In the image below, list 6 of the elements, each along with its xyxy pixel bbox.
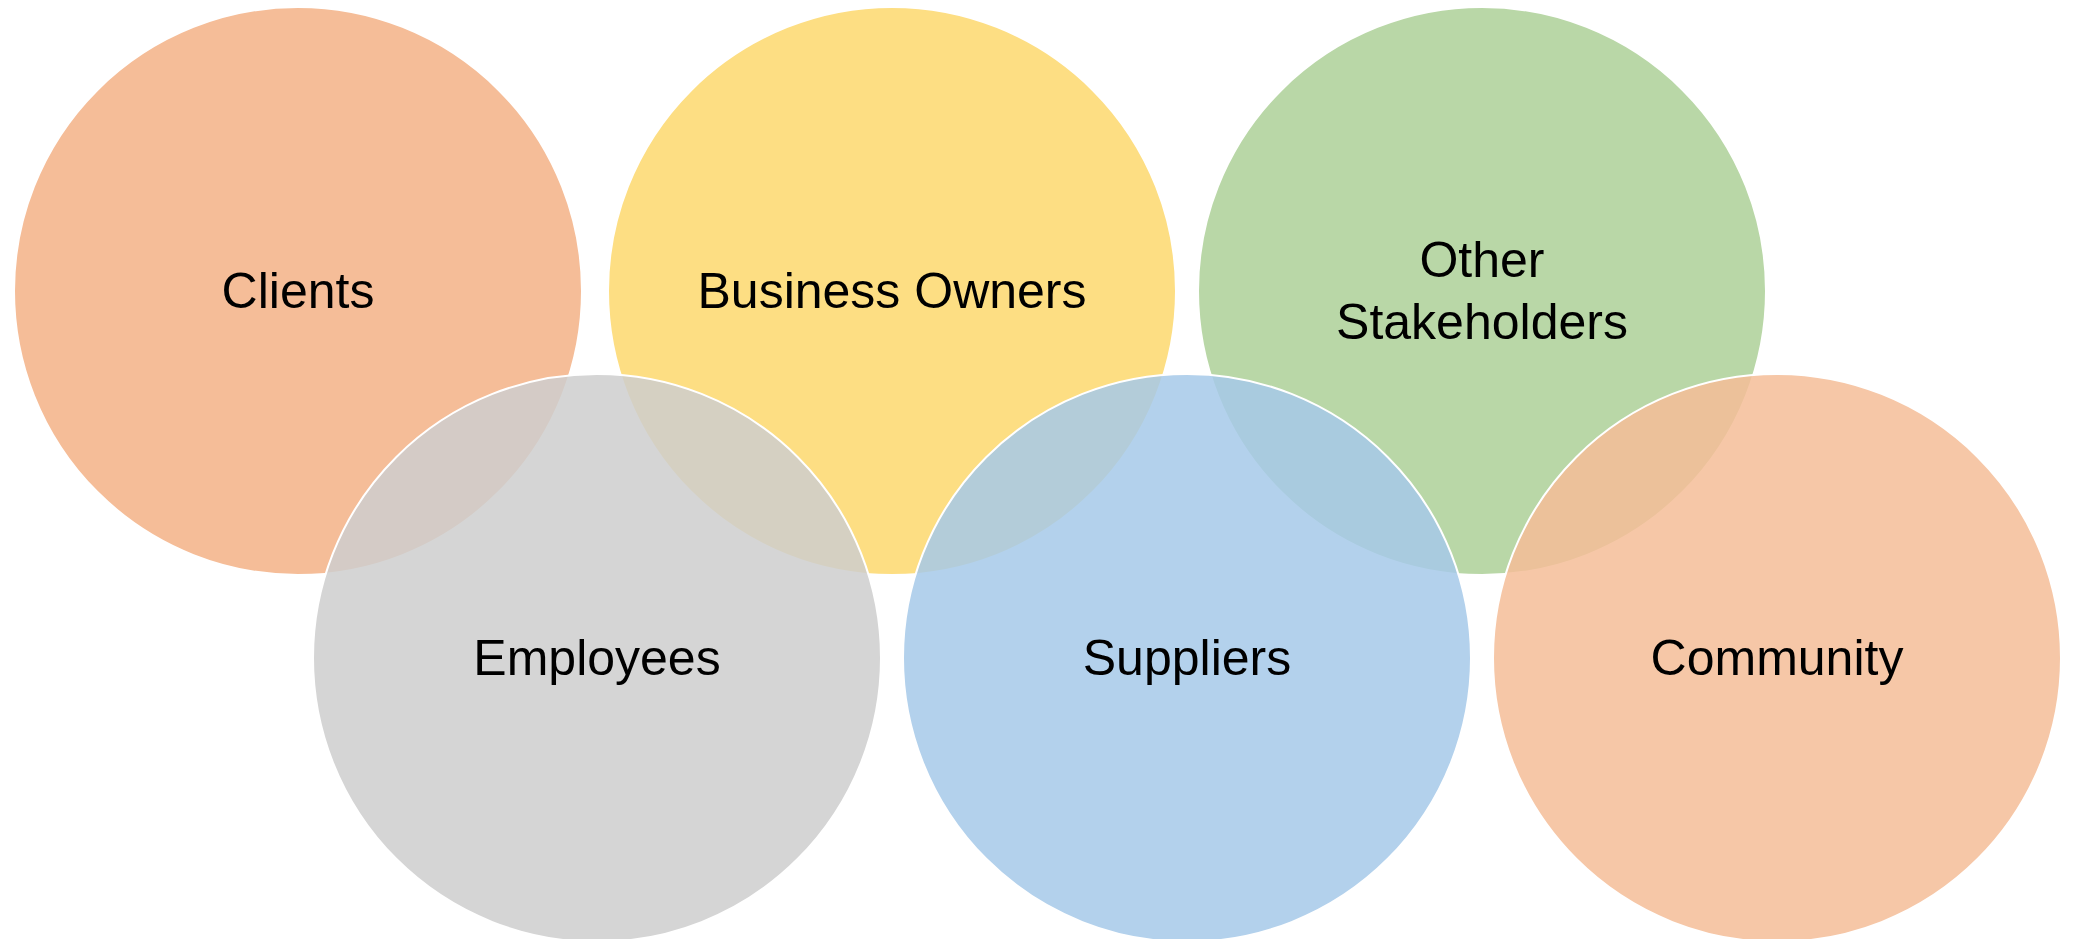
circle-label: Suppliers <box>1082 628 1292 688</box>
circle-label: Business Owners <box>697 261 1087 321</box>
circle-label: Clients <box>221 261 375 321</box>
circle-label: Other Stakeholders <box>1335 230 1629 352</box>
circle-label: Community <box>1650 628 1904 688</box>
circle-label: Employees <box>473 628 721 688</box>
